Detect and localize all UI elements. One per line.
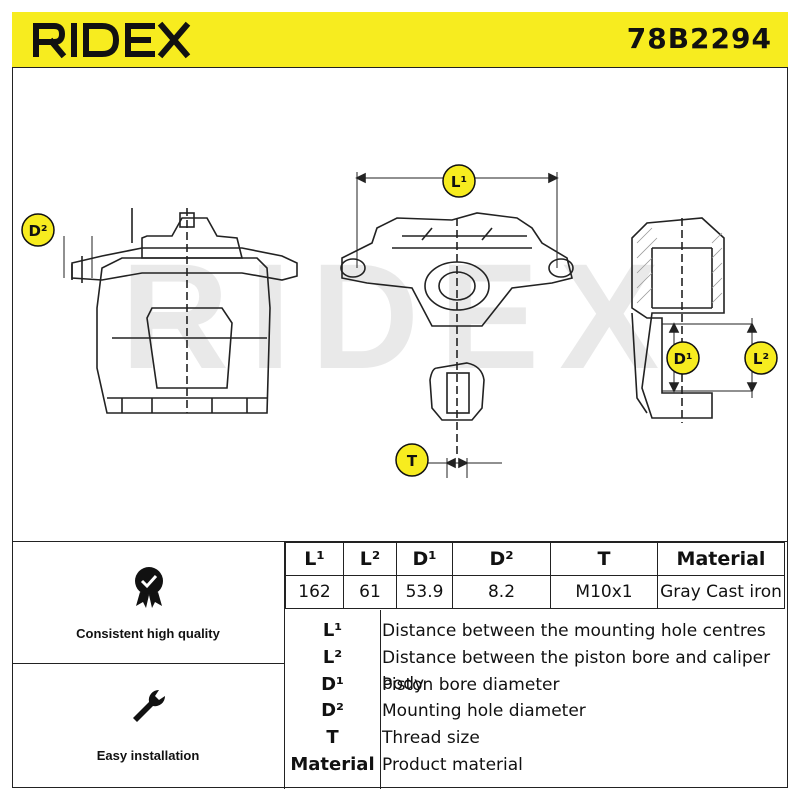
left-view — [63, 208, 298, 414]
callout-d1: D¹ — [666, 341, 700, 375]
legend-list: L¹ Distance between the mounting hole ce… — [285, 610, 788, 789]
spec-value-cell: 162 — [285, 575, 344, 609]
callout-l2: L² — [744, 341, 778, 375]
specification-section: Consistent high quality Easy installatio… — [12, 541, 788, 789]
spec-value-cell: 61 — [343, 575, 397, 609]
legend-item: L² Distance between the piston bore and … — [285, 645, 788, 694]
legend-symbol: T — [326, 727, 339, 748]
legend-item: L¹ Distance between the mounting hole ce… — [285, 618, 788, 644]
spec-value-cell: 53.9 — [396, 575, 453, 609]
spec-header-cell: L² — [343, 542, 397, 576]
legend-symbol: Material — [290, 754, 375, 775]
svg-text:T: T — [407, 452, 418, 470]
svg-text:D²: D² — [28, 222, 47, 240]
callout-d2: D² — [21, 213, 55, 247]
spec-header-cell: D¹ — [396, 542, 453, 576]
spec-table: L¹ L² D¹ D² T Material 162 61 53.9 8.2 M… — [285, 542, 785, 609]
installation-badge: Easy installation — [12, 664, 285, 789]
spec-value-cell: Gray Cast iron — [657, 575, 785, 609]
spec-value-row: 162 61 53.9 8.2 M10x1 Gray Cast iron — [285, 575, 785, 609]
legend-description: Mounting hole diameter — [382, 701, 586, 721]
spec-header-cell: Material — [657, 542, 785, 576]
quality-badge: Consistent high quality — [12, 542, 285, 664]
right-view — [631, 217, 758, 423]
spec-header-cell: L¹ — [285, 542, 344, 576]
technical-drawing: RIDEX — [12, 68, 788, 541]
legend-symbol: D¹ — [321, 674, 344, 695]
quality-label: Consistent high quality — [76, 626, 220, 641]
legend-item: Material Product material — [285, 752, 788, 778]
legend-item: D¹ Piston bore diameter — [285, 672, 788, 698]
legend-symbol: L² — [322, 647, 343, 668]
legend-description: Distance between the mounting hole centr… — [382, 621, 766, 641]
legend-description: Piston bore diameter — [382, 675, 560, 695]
legend-description: Distance between the piston bore and cal… — [382, 648, 771, 694]
legend-description: Thread size — [382, 728, 480, 748]
legend-description: Product material — [382, 755, 523, 775]
legend-item: D² Mounting hole diameter — [285, 698, 788, 724]
caliper-drawing: RIDEX — [21, 164, 778, 478]
spec-value-cell: 8.2 — [452, 575, 551, 609]
part-number: 78B2294 — [626, 22, 772, 55]
center-view — [340, 172, 574, 478]
installation-label: Easy installation — [96, 748, 200, 763]
watermark-text: RIDEX — [121, 232, 679, 400]
spec-header-cell: T — [550, 542, 658, 576]
callout-t: T — [395, 443, 429, 477]
legend-symbol: L¹ — [322, 620, 343, 641]
badge-check-icon — [135, 567, 163, 608]
legend-symbol: D² — [321, 700, 344, 721]
svg-text:L¹: L¹ — [451, 173, 467, 191]
svg-text:D¹: D¹ — [673, 350, 692, 368]
legend-item: T Thread size — [285, 725, 788, 751]
logo-mark — [33, 21, 191, 59]
header-bar: 78B2294 — [12, 12, 788, 68]
ridex-logo — [30, 18, 210, 65]
legend-divider — [380, 610, 381, 789]
callout-l1: L¹ — [442, 164, 476, 198]
spec-header-row: L¹ L² D¹ D² T Material — [285, 542, 785, 576]
wrench-icon — [133, 689, 166, 722]
spec-value-cell: M10x1 — [550, 575, 658, 609]
svg-text:L²: L² — [753, 350, 769, 368]
spec-header-cell: D² — [452, 542, 551, 576]
